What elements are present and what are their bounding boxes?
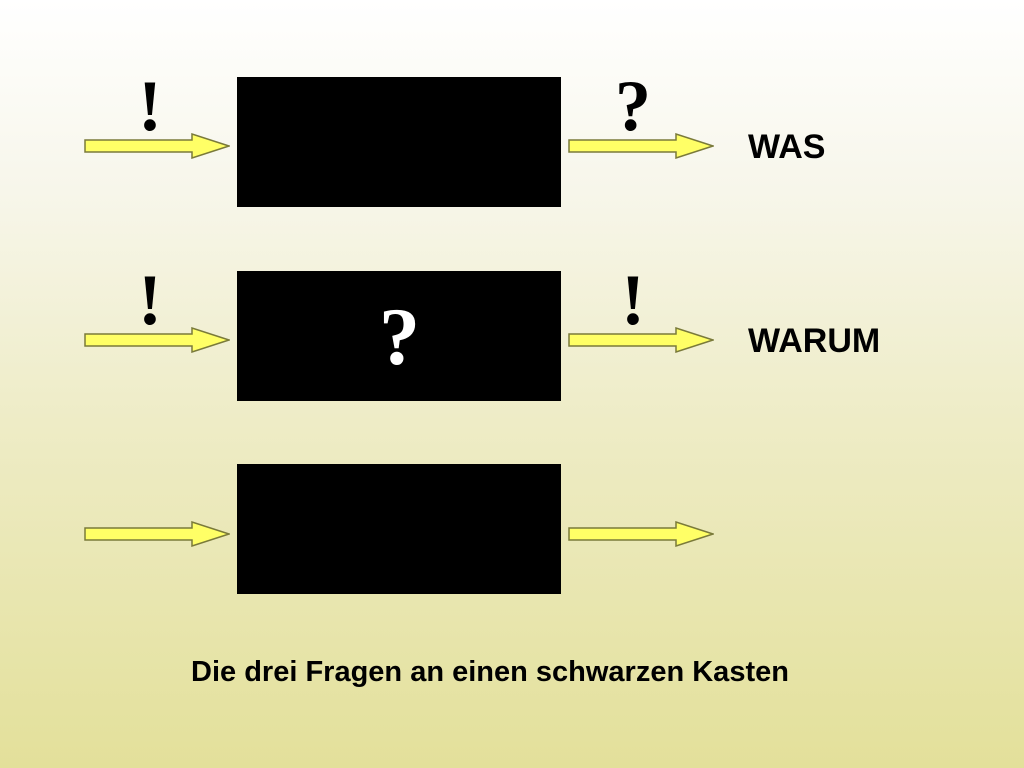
exclamation-mark: ! (138, 66, 162, 146)
black-box (237, 77, 561, 207)
input-arrow-icon (84, 521, 230, 547)
output-arrow-icon (568, 327, 714, 353)
input-arrow-icon (84, 327, 230, 353)
exclamation-mark: ! (138, 260, 162, 340)
black-box (237, 464, 561, 594)
exclamation-mark: ! (621, 260, 645, 340)
black-box (237, 271, 561, 401)
caption: Die drei Fragen an einen schwarzen Kaste… (191, 656, 789, 688)
question-mark: ? (615, 66, 651, 146)
output-arrow-icon (568, 133, 714, 159)
input-arrow-icon (84, 133, 230, 159)
question-mark-inside-box: ? (379, 291, 420, 382)
label-warum: WARUM (748, 322, 881, 360)
label-was: WAS (748, 128, 826, 166)
output-arrow-icon (568, 521, 714, 547)
